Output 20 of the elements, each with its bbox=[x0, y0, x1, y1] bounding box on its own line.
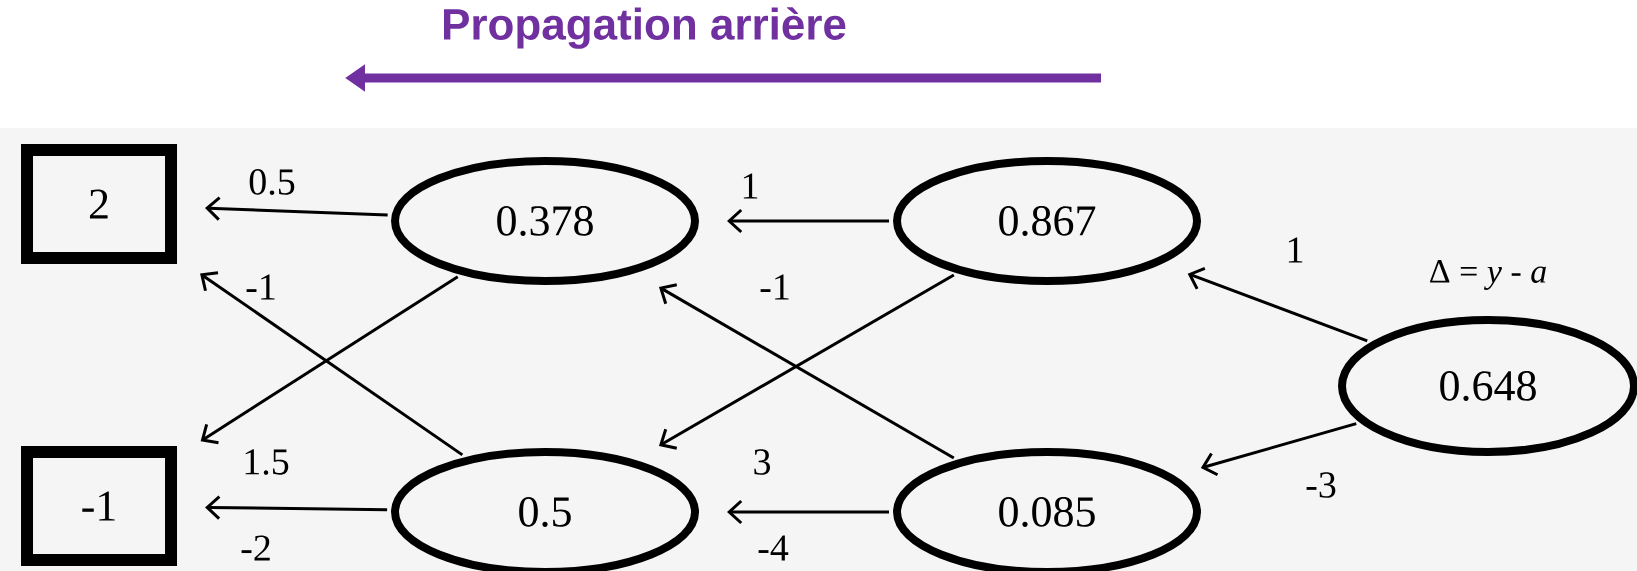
arrow bbox=[205, 495, 388, 520]
edge-label: 1 bbox=[1284, 236, 1306, 264]
arrow bbox=[1187, 266, 1368, 343]
edge-label: 0.5 bbox=[247, 168, 297, 196]
formula-label: Δ = y - a bbox=[1430, 260, 1546, 290]
arrow bbox=[727, 208, 889, 234]
edge-label: -1 bbox=[244, 273, 278, 301]
edge-label: -3 bbox=[1304, 471, 1338, 499]
number-box: 2 bbox=[21, 144, 177, 264]
arrow bbox=[727, 499, 889, 525]
edge-label: -1 bbox=[758, 273, 792, 301]
edge-label: -4 bbox=[756, 534, 790, 562]
number-box: -1 bbox=[21, 446, 177, 566]
edge-label: 1 bbox=[739, 172, 761, 200]
arrow bbox=[1200, 422, 1357, 477]
title: Propagation arrière bbox=[444, 7, 846, 49]
edge-label: -2 bbox=[239, 534, 273, 562]
edge-label: 1.5 bbox=[241, 448, 291, 476]
edge-label: 3 bbox=[751, 448, 773, 476]
arrow bbox=[205, 196, 388, 221]
